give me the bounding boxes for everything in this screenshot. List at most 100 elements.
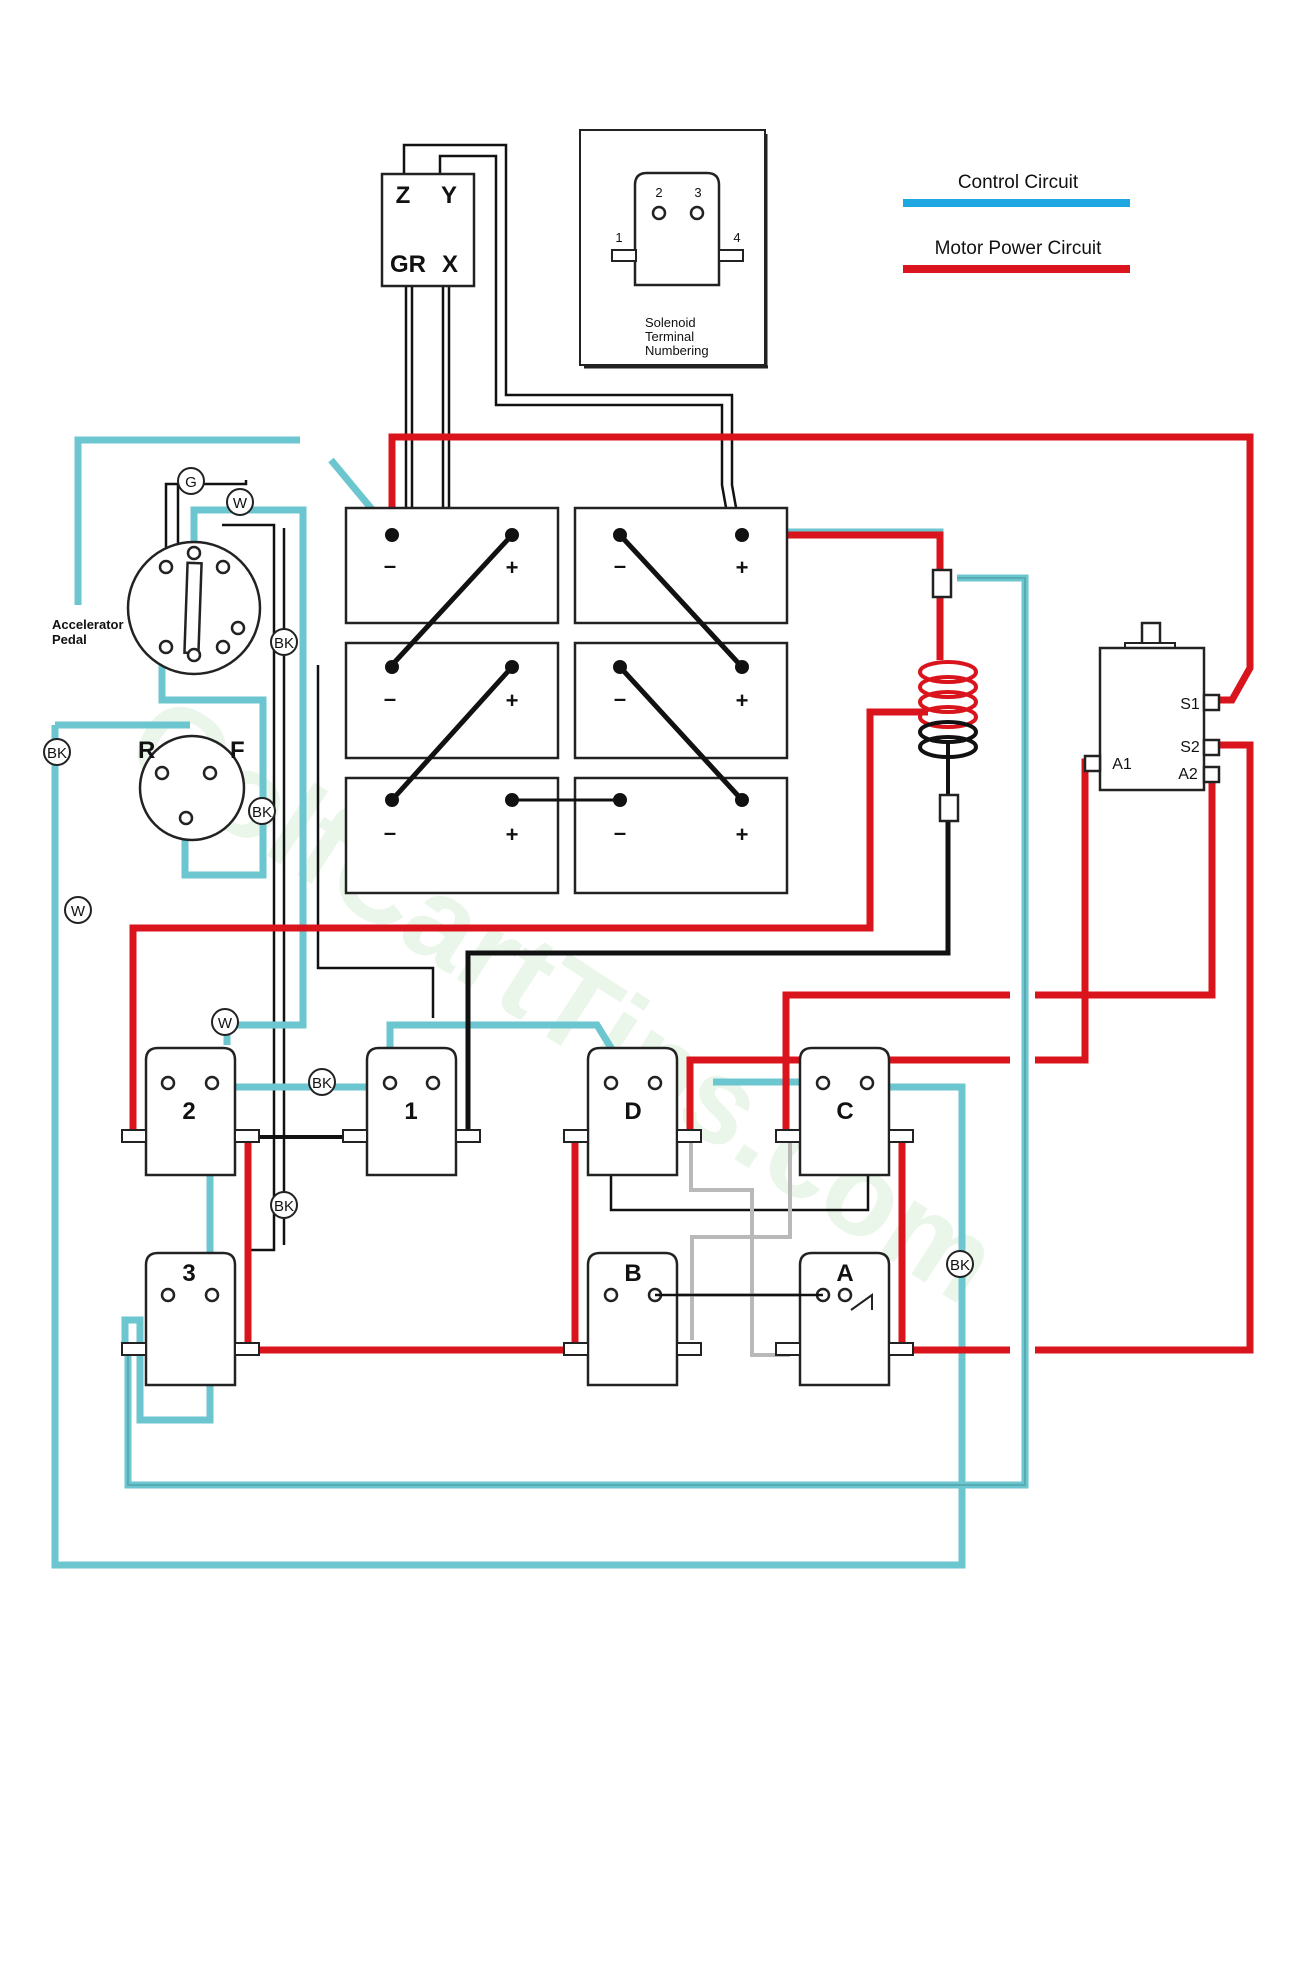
inset-caption-2: Terminal xyxy=(645,329,694,344)
tag-w-sol2: W xyxy=(218,1015,233,1032)
tag-w-left: W xyxy=(71,903,86,920)
battery-2 xyxy=(573,506,789,625)
key-switch: Z Y GR X xyxy=(380,172,476,288)
direction-switch-r: R xyxy=(138,737,155,764)
pwr-wire-to-a1 xyxy=(1035,758,1095,1064)
legend-control-label: Control Circuit xyxy=(958,172,1079,193)
solenoid-c: C xyxy=(775,1046,914,1177)
direction-switch: R F xyxy=(138,734,246,842)
coil-top-connector xyxy=(931,568,953,599)
aux-wire-2 xyxy=(690,1140,792,1340)
ctrl-wire-outer-w xyxy=(51,725,966,1569)
battery-1 xyxy=(344,506,560,625)
battery-polarity-labels: – + – + – + – + – + – + xyxy=(384,553,749,847)
svg-text:+: + xyxy=(506,555,519,580)
inset-solenoid-body xyxy=(633,171,721,287)
inset-caption-3: Numbering xyxy=(645,343,709,358)
solenoid-1-label: 1 xyxy=(404,1098,417,1125)
inset-terminal-2: 2 xyxy=(655,185,662,200)
legend-power-label: Motor Power Circuit xyxy=(935,238,1103,259)
motor-s2: S2 xyxy=(1180,739,1200,756)
inset-terminal-4: 4 xyxy=(733,230,740,245)
solenoid-a-label: A xyxy=(836,1260,853,1287)
battery-3 xyxy=(344,641,560,760)
inset-terminal-3: 3 xyxy=(694,185,701,200)
pwr-wire-to-s2 xyxy=(1035,741,1254,1354)
wire-black-sol1 xyxy=(316,665,435,1018)
ctrl-wire-rf xyxy=(158,640,267,879)
motor-s1: S1 xyxy=(1180,696,1200,713)
motor-a1: A1 xyxy=(1112,756,1132,773)
solenoid-2-label: 2 xyxy=(182,1098,195,1125)
motor-body xyxy=(1098,646,1206,792)
solenoid-numbering-inset: 2 3 1 4 Solenoid Terminal Numbering xyxy=(579,129,768,369)
svg-text:+: + xyxy=(506,688,519,713)
tag-g: G xyxy=(185,474,197,491)
motor-a2: A2 xyxy=(1178,766,1198,783)
solenoid-3: 3 xyxy=(121,1251,260,1387)
solenoid-3-label: 3 xyxy=(182,1260,195,1287)
power-wires xyxy=(129,433,1254,1354)
svg-text:–: – xyxy=(384,820,396,845)
aux-wires xyxy=(689,1140,792,1357)
inset-caption-1: Solenoid xyxy=(645,315,696,330)
solenoid-b-label: B xyxy=(624,1260,641,1287)
tag-bk-sol3: BK xyxy=(274,1198,294,1215)
battery-terminals xyxy=(385,528,749,807)
key-switch-body xyxy=(380,172,476,288)
svg-text:+: + xyxy=(736,822,749,847)
tag-bk-sol2: BK xyxy=(312,1075,332,1092)
key-switch-gr: GR xyxy=(390,251,426,278)
svg-text:–: – xyxy=(614,553,626,578)
resistor-coil xyxy=(918,568,978,823)
direction-switch-body xyxy=(138,734,246,842)
pwr-wire-d-right xyxy=(686,1056,1010,1137)
battery-5 xyxy=(344,776,560,895)
solenoid-d: D xyxy=(563,1046,702,1177)
wire-coil-to-sol1 xyxy=(465,820,951,1130)
accelerator-switch: Accelerator Pedal xyxy=(52,540,262,676)
wire-bk-pedal xyxy=(222,523,276,1252)
wire-g xyxy=(164,480,248,550)
pwr-wire-c-left xyxy=(782,991,1010,1137)
pwr-wire-battery-plus xyxy=(748,531,944,570)
accelerator-label-2: Pedal xyxy=(52,632,87,647)
battery-4 xyxy=(573,641,789,760)
battery-pack: – + – + – + – + – + – + xyxy=(344,506,789,895)
wire-keyswitch-gr-a xyxy=(395,286,408,537)
direction-switch-f: F xyxy=(230,737,245,764)
tag-w-top: W xyxy=(233,495,248,512)
coil-bottom-connector xyxy=(938,793,960,823)
pwr-wire-sol2-to-sol3 xyxy=(238,1137,252,1354)
solenoid-d-label: D xyxy=(624,1098,641,1125)
aux-wire-1 xyxy=(689,1143,790,1357)
ctrl-wire-2-to-1 xyxy=(212,1078,390,1091)
solenoid-c-label: C xyxy=(836,1098,853,1125)
key-switch-x: X xyxy=(442,251,458,278)
svg-text:+: + xyxy=(736,688,749,713)
svg-text:+: + xyxy=(736,555,749,580)
ctrl-wire-pedal-top xyxy=(74,436,300,605)
tag-bk-pedal: BK xyxy=(274,635,294,652)
pwr-wire-coil-to-sol2 xyxy=(129,708,928,1130)
legend: Control Circuit Motor Power Circuit xyxy=(903,172,1130,273)
solenoid-2: 2 xyxy=(121,1046,260,1177)
tag-bk-left: BK xyxy=(47,745,67,762)
svg-text:–: – xyxy=(384,686,396,711)
tag-bk-rf: BK xyxy=(252,804,272,821)
wire-keyswitch-y xyxy=(438,154,732,531)
accelerator-label-1: Accelerator xyxy=(52,617,124,632)
svg-text:–: – xyxy=(614,820,626,845)
svg-text:–: – xyxy=(384,553,396,578)
watermark: GolfCartTips.com xyxy=(106,669,1022,1329)
tag-bk-right: BK xyxy=(950,1257,970,1274)
motor: S1 S2 A2 A1 xyxy=(1083,621,1221,792)
inset-terminal-1: 1 xyxy=(615,230,622,245)
battery-6 xyxy=(573,776,789,895)
battery-jumpers xyxy=(390,533,744,802)
wire-tags: G W BK BK BK W W BK BK BK xyxy=(43,467,974,1278)
solenoid-b: B xyxy=(563,1251,702,1387)
solenoid-1: 1 xyxy=(342,1046,481,1177)
